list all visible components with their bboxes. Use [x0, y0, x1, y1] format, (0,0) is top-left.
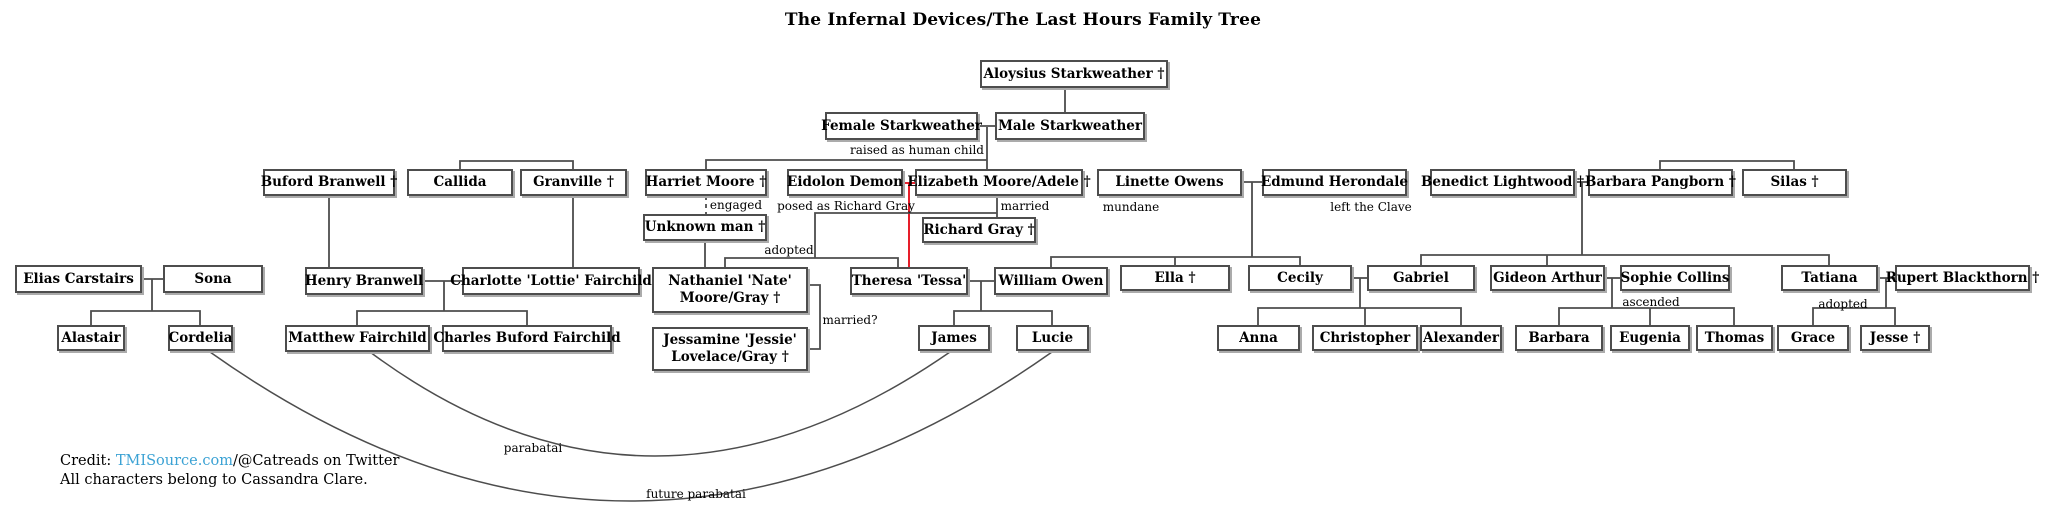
person-eidolon-demon: Eidolon Demon [787, 169, 903, 196]
person-sophie-collins: Sophie Collins [1620, 265, 1730, 291]
person-lucie: Lucie [1016, 325, 1089, 351]
person-benedict-lightwood: Benedict Lightwood † [1421, 169, 1584, 196]
edge-herondale-children-bracket [1050, 182, 1301, 267]
person-gideon-arthur: Gideon Arthur [1490, 265, 1605, 291]
person-alexander: Alexander [1420, 325, 1502, 351]
person-christopher: Christopher [1312, 325, 1418, 351]
edge-eidolon-to-tessa-biological [903, 182, 915, 267]
page-title: The Infernal Devices/The Last Hours Fami… [784, 10, 1262, 30]
credit-prefix: Credit: [60, 453, 116, 469]
person-elizabeth-moore-adele: Elizabeth Moore/Adele † [907, 169, 1091, 196]
person-charlotte-fairchild: Charlotte 'Lottie' Fairchild [450, 267, 652, 295]
label-raised-as-human-child: raised as human child [850, 143, 984, 157]
edge-gray-children-bracket [724, 212, 997, 267]
person-anna: Anna [1217, 325, 1300, 351]
person-barbara-pangborn: Barbara Pangborn † [1585, 169, 1736, 196]
label-married-question: married? [822, 313, 878, 327]
edge-gideon-sophie-children-bracket [1558, 278, 1735, 325]
person-harriet-moore: Harriet Moore † [645, 169, 767, 196]
person-unknown-man: Unknown man † [643, 214, 767, 241]
edge-barbara-silas-bracket [1659, 160, 1795, 169]
person-grace: Grace [1777, 325, 1849, 351]
person-female-starkweather: Female Starkweather [821, 112, 982, 140]
person-cordelia: Cordelia [168, 325, 233, 351]
label-parabatai: parabatai [503, 441, 563, 455]
edge-blackthorn-children-bracket [1812, 278, 1896, 325]
person-thomas: Thomas [1696, 325, 1773, 351]
label-future-parabatai: future parabatai [646, 487, 746, 501]
person-gabriel: Gabriel [1367, 265, 1475, 291]
label-engaged: engaged [709, 198, 763, 212]
credit-line-1: Credit: TMISource.com/@Catreads on Twitt… [60, 452, 399, 471]
person-elias-carstairs: Elias Carstairs [15, 265, 142, 293]
credit-suffix: /@Catreads on Twitter [232, 453, 400, 469]
person-silas: Silas † [1742, 169, 1847, 196]
person-richard-gray: Richard Gray † [922, 217, 1036, 243]
label-adopted-middle: adopted [764, 243, 814, 257]
person-eugenia: Eugenia [1610, 325, 1690, 351]
label-adopted-right: adopted [1818, 297, 1868, 311]
person-jesse: Jesse † [1860, 325, 1930, 351]
label-posed-as-richard-gray: posed as Richard Gray [777, 199, 915, 213]
person-callida: Callida [407, 169, 513, 196]
person-sona: Sona [163, 265, 263, 293]
edge-future-parabatai-curve [209, 351, 1053, 502]
edge-moore-sibling-bracket [705, 127, 988, 170]
edge-herondale-james-lucie-bracket [953, 281, 1053, 325]
edge-nate-jessie-married-bracket [808, 284, 821, 350]
person-barbara-lightwood: Barbara [1515, 325, 1603, 351]
person-granville: Granville † [520, 169, 627, 196]
edge-carstairs-children-bracket [90, 279, 201, 325]
person-linette-owens: Linette Owens [1097, 169, 1242, 196]
label-mundane: mundane [1102, 200, 1160, 214]
person-alastair: Alastair [57, 325, 125, 351]
person-theresa-tessa: Theresa 'Tessa' [850, 267, 968, 295]
person-henry-branwell: Henry Branwell [305, 267, 423, 295]
person-ella: Ella † [1120, 265, 1230, 291]
edge-lightwood-children-bracket [1420, 182, 1830, 265]
person-cecily: Cecily [1248, 265, 1352, 291]
person-tatiana: Tatiana [1781, 265, 1878, 291]
person-charles-buford-fairchild: Charles Buford Fairchild [433, 325, 621, 352]
person-edmund-herondale: Edmund Herondale [1261, 169, 1408, 196]
person-nathaniel-moore-gray: Nathaniel 'Nate' Moore/Gray † [652, 267, 808, 313]
edge-callida-granville-bracket [459, 160, 574, 169]
person-aloysius-starkweather: Aloysius Starkweather † [980, 60, 1168, 88]
person-jessamine-lovelace-gray: Jessamine 'Jessie' Lovelace/Gray † [652, 327, 808, 371]
credit-line-2: All characters belong to Cassandra Clare… [60, 471, 368, 488]
person-william-owen: William Owen [994, 267, 1108, 295]
edge-parabatai-curve [369, 351, 951, 457]
label-ascended: ascended [1622, 295, 1680, 309]
edge-fairchild-children-bracket [356, 281, 528, 325]
label-left-the-clave: left the Clave [1330, 200, 1412, 214]
person-buford-branwell: Buford Branwell † [261, 169, 397, 196]
person-rupert-blackthorn: Rupert Blackthorn † [1886, 265, 2039, 291]
person-male-starkweather: Male Starkweather [995, 112, 1145, 140]
edge-cecily-gabriel-children-bracket [1257, 278, 1462, 325]
person-matthew-fairchild: Matthew Fairchild [285, 325, 430, 352]
credit-link[interactable]: TMISource.com [115, 453, 233, 469]
credit-block: Credit: TMISource.com/@Catreads on Twitt… [60, 452, 399, 490]
label-married: married [1000, 199, 1050, 213]
person-james: James [918, 325, 990, 351]
